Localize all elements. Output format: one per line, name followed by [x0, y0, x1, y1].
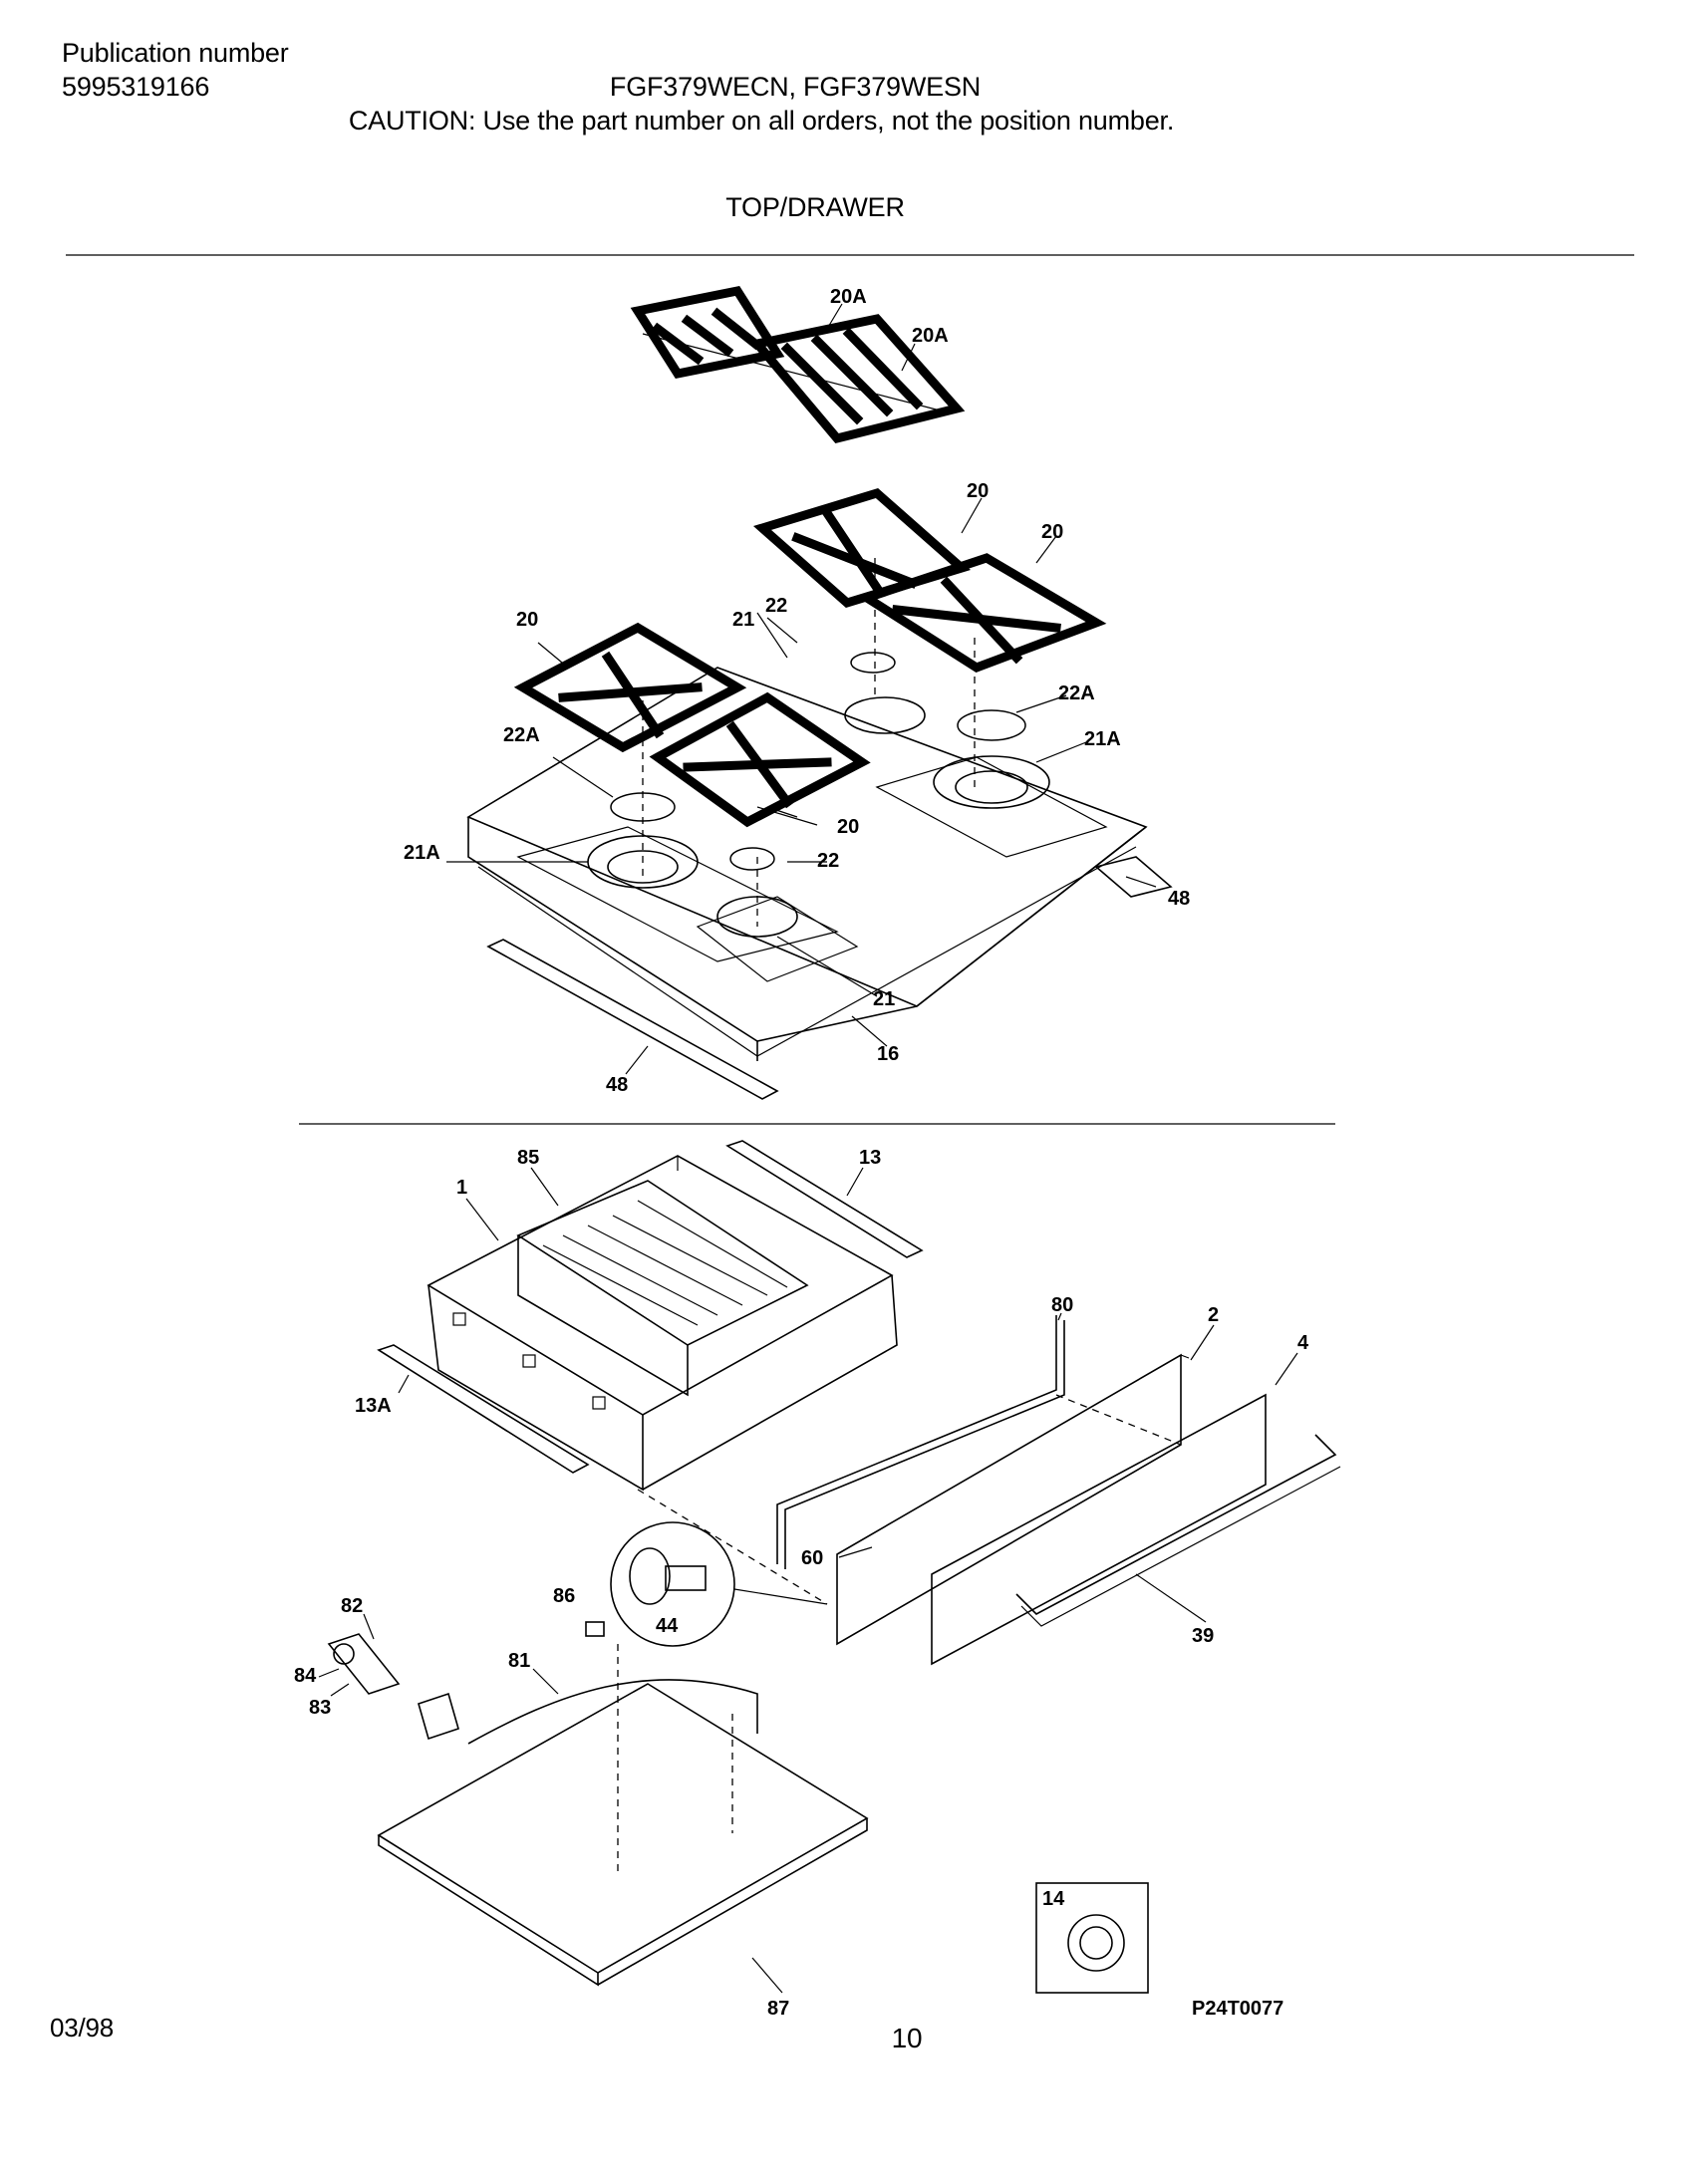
callout-83: 83: [309, 1697, 331, 1719]
callout-20-1: 20: [967, 480, 989, 502]
callout-22A-right: 22A: [1058, 682, 1095, 704]
assembly-lines-drawer: [617, 1394, 1182, 1873]
drawer-box: [427, 1155, 898, 1492]
clip-86: [585, 1621, 605, 1637]
detail-bubble-44: [610, 1521, 828, 1647]
caution-note: CAUTION: Use the part number on all orde…: [348, 106, 1175, 136]
callout-4: 4: [1297, 1332, 1309, 1354]
callout-87: 87: [767, 1998, 789, 2020]
callout-60: 60: [801, 1547, 823, 1569]
gas-tube: [467, 1679, 758, 1745]
drawer-slides: [377, 1140, 924, 1474]
callout-80: 80: [1051, 1294, 1073, 1316]
callout-13A: 13A: [355, 1395, 392, 1417]
callout-20A-2: 20A: [912, 325, 949, 347]
burner-assemblies: [587, 652, 1050, 938]
callout-44: 44: [656, 1615, 679, 1637]
callout-2: 2: [1208, 1304, 1219, 1326]
assembly-lines-top: [642, 558, 976, 927]
callout-86: 86: [553, 1585, 575, 1607]
griddle-grates: [630, 285, 966, 444]
callout-22-front: 22: [817, 850, 839, 872]
callout-16: 16: [877, 1043, 899, 1065]
left-burner-grates: [513, 622, 871, 828]
drawer-front-frame: [776, 1315, 1065, 1569]
callout-20-4: 20: [837, 816, 859, 838]
page-number: 10: [891, 2023, 923, 2053]
drawer-bottom: [377, 1683, 869, 1987]
callout-22-rear: 22: [765, 595, 787, 617]
gas-valve-assembly: [327, 1633, 459, 1741]
callout-81: 81: [508, 1650, 530, 1672]
inset-box-14: [1035, 1882, 1149, 1994]
broiler-rack: [516, 1180, 809, 1397]
callout-21-front: 21: [873, 988, 895, 1010]
callout-48-right: 48: [1168, 888, 1190, 910]
callout-leaders-drawer: [318, 1167, 1298, 1994]
callout-20A-1: 20A: [830, 286, 867, 308]
callout-21A-left: 21A: [404, 842, 440, 864]
cooktop-body: [466, 667, 1148, 1061]
callout-22A-left: 22A: [503, 724, 540, 746]
drawer-handle: [1015, 1434, 1341, 1627]
callout-21A-right: 21A: [1084, 728, 1121, 750]
callout-13: 13: [859, 1147, 881, 1169]
model-numbers: FGF379WECN, FGF379WESN: [609, 72, 982, 102]
drawer-panels: [836, 1353, 1267, 1666]
callout-14: 14: [1042, 1888, 1065, 1910]
callout-1: 1: [456, 1177, 467, 1199]
callout-84: 84: [294, 1665, 317, 1687]
callout-20-2: 20: [1041, 521, 1063, 543]
section-title: TOP/DRAWER: [725, 192, 905, 222]
callout-20-3: 20: [516, 609, 538, 631]
revision-date: 03/98: [50, 2013, 115, 2043]
publication-number: 5995319166: [62, 72, 210, 102]
side-trims: [486, 856, 1173, 1100]
right-burner-grates: [752, 487, 1107, 674]
callout-82: 82: [341, 1595, 363, 1617]
callout-85: 85: [517, 1147, 539, 1169]
callout-39: 39: [1192, 1625, 1214, 1647]
callout-leaders-top: [446, 303, 1157, 1075]
callout-21-rear: 21: [732, 609, 754, 631]
publication-label: Publication number: [62, 38, 289, 68]
callout-48-left: 48: [606, 1074, 628, 1096]
diagram-id: P24T0077: [1192, 1998, 1283, 2020]
